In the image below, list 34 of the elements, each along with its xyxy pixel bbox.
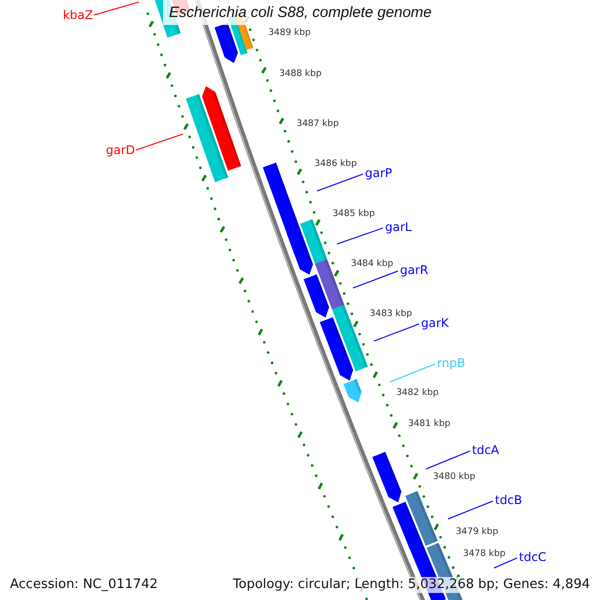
gene-label: garD [106, 143, 135, 157]
scale-label: 3489 kbp [268, 28, 311, 39]
footer-text: Accession: NC_011742 [10, 577, 158, 593]
leader-line [316, 174, 364, 192]
leader-line [374, 324, 420, 342]
footer-text: Topology: circular; Length: 5,032,268 bp; Genes: 4,894 [232, 577, 590, 593]
gene-label: tdcB [495, 493, 522, 507]
scale-label: 3485 kbp [332, 209, 375, 220]
scale-label: 3478 kbp [463, 549, 506, 560]
gene-label: kbaZ [62, 8, 93, 22]
scale-label: 3487 kbp [296, 119, 339, 130]
gene-label: tdcC [519, 550, 546, 564]
scale-label: 3480 kbp [432, 472, 476, 483]
scale-label: 3482 kbp [396, 388, 439, 399]
scale-label: 3481 kbp [408, 419, 450, 430]
gene-label: rnpB [437, 356, 466, 370]
gene-label: garR [400, 263, 428, 277]
scale-label: 3484 kbp [350, 259, 394, 270]
leader-line [426, 450, 470, 470]
leader-line [352, 270, 398, 288]
leader-line [390, 364, 436, 382]
leader-line [336, 228, 384, 244]
leader-line [136, 134, 184, 150]
scale-label: 3488 kbp [279, 69, 322, 80]
scale-label: 3479 kbp [456, 527, 498, 538]
leader-line [494, 558, 518, 568]
leader-line [94, 2, 140, 16]
gene-label: tdcA [472, 443, 500, 457]
gene-label: garL [385, 220, 412, 234]
scale-label: 3486 kbp [314, 159, 357, 170]
scale-label: 3483 kbp [370, 309, 412, 320]
gene-label: garK [421, 316, 449, 330]
leader-line [448, 500, 494, 520]
gene-label: garP [365, 166, 392, 180]
